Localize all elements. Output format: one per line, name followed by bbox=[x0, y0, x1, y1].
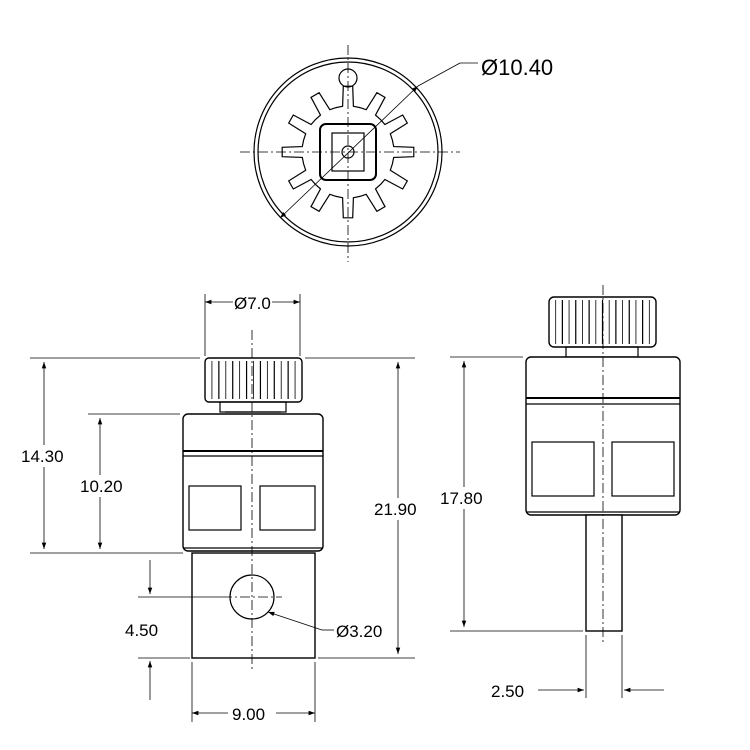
gear-diameter-label: Ø10.40 bbox=[481, 55, 553, 80]
side-view: 17.80 2.50 bbox=[438, 285, 681, 701]
port-diameter-label: Ø3.20 bbox=[336, 622, 382, 641]
height-body-label: 14.30 bbox=[21, 447, 64, 466]
knob-diameter-label: Ø7.0 bbox=[234, 294, 271, 313]
shaft-width-label: 2.50 bbox=[491, 682, 524, 701]
port-offset-label: 4.50 bbox=[125, 621, 158, 640]
height-total-label: 21.90 bbox=[374, 500, 417, 519]
height-upper-label: 10.20 bbox=[80, 477, 123, 496]
side-height-label: 17.80 bbox=[440, 489, 483, 508]
width-base-label: 9.00 bbox=[232, 705, 265, 724]
front-view: Ø7.0 14.30 10.20 21.90 4.50 Ø3.20 9 bbox=[20, 294, 424, 724]
top-view: Ø10.40 bbox=[240, 45, 553, 262]
